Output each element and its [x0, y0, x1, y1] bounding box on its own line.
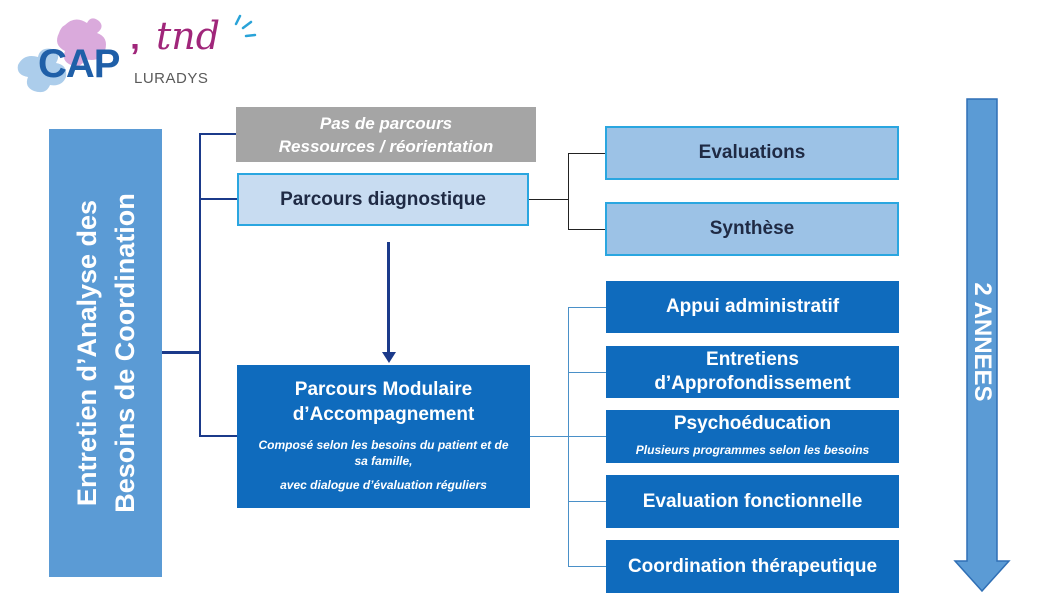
connector-to-admin — [568, 307, 606, 308]
puzzle-logo-icon — [17, 14, 257, 93]
connector-branch-trunk — [199, 133, 201, 437]
diagnostic-path-box: Parcours diagnostique — [237, 173, 529, 226]
connector-diagnostic-out — [529, 199, 569, 200]
evaluations-box: Evaluations — [605, 126, 899, 180]
coordination-needs-interview-box: Entretien d’Analyse des Besoins de Coord… — [49, 129, 162, 577]
connector-to-evaluations — [568, 153, 606, 154]
connector-to-synthesis — [568, 229, 606, 230]
logo: CAP ’ tnd LURADYS — [10, 10, 260, 100]
connector-to-modular — [199, 435, 237, 437]
modular-path-box: Parcours Modulaire d’Accompagnement Comp… — [237, 365, 530, 508]
in-depth-interviews-box: Entretiens d’Approfondissement — [606, 346, 899, 398]
logo-main-text: CAP — [38, 42, 120, 86]
no-path-box: Pas de parcours Ressources / réorientati… — [236, 107, 536, 162]
therapeutic-coordination-box: Coordination thérapeutique — [606, 540, 899, 593]
synthesis-box: Synthèse — [605, 202, 899, 256]
connector-modular-out — [530, 436, 569, 437]
coordination-needs-label: Entretien d’Analyse des Besoins de Coord… — [71, 193, 140, 513]
arrow-down-icon — [382, 352, 396, 363]
connector-to-diagnostic — [199, 198, 237, 200]
connector-to-psychoeducation — [568, 436, 606, 437]
administrative-support-box: Appui administratif — [606, 281, 899, 333]
arrow-shaft — [387, 242, 390, 354]
logo-apostrophe: ’ — [130, 36, 141, 77]
logo-tnd-text: tnd — [156, 14, 221, 58]
duration-arrow-icon — [953, 98, 1011, 593]
connector-modular-trunk — [568, 307, 569, 567]
logo-sub-text: LURADYS — [134, 70, 209, 87]
connector-to-no-path — [199, 133, 237, 135]
connector-diagnostic-trunk — [568, 153, 569, 230]
functional-evaluation-box: Evaluation fonctionnelle — [606, 475, 899, 528]
duration-label: 2 ANNEES — [969, 282, 996, 402]
connector-to-therapeutic-coord — [568, 566, 606, 567]
psychoeducation-box: Psychoéducation Plusieurs programmes sel… — [606, 410, 899, 463]
connector-to-functional-eval — [568, 501, 606, 502]
connector-to-interviews — [568, 372, 606, 373]
connector-left-main — [162, 351, 200, 354]
